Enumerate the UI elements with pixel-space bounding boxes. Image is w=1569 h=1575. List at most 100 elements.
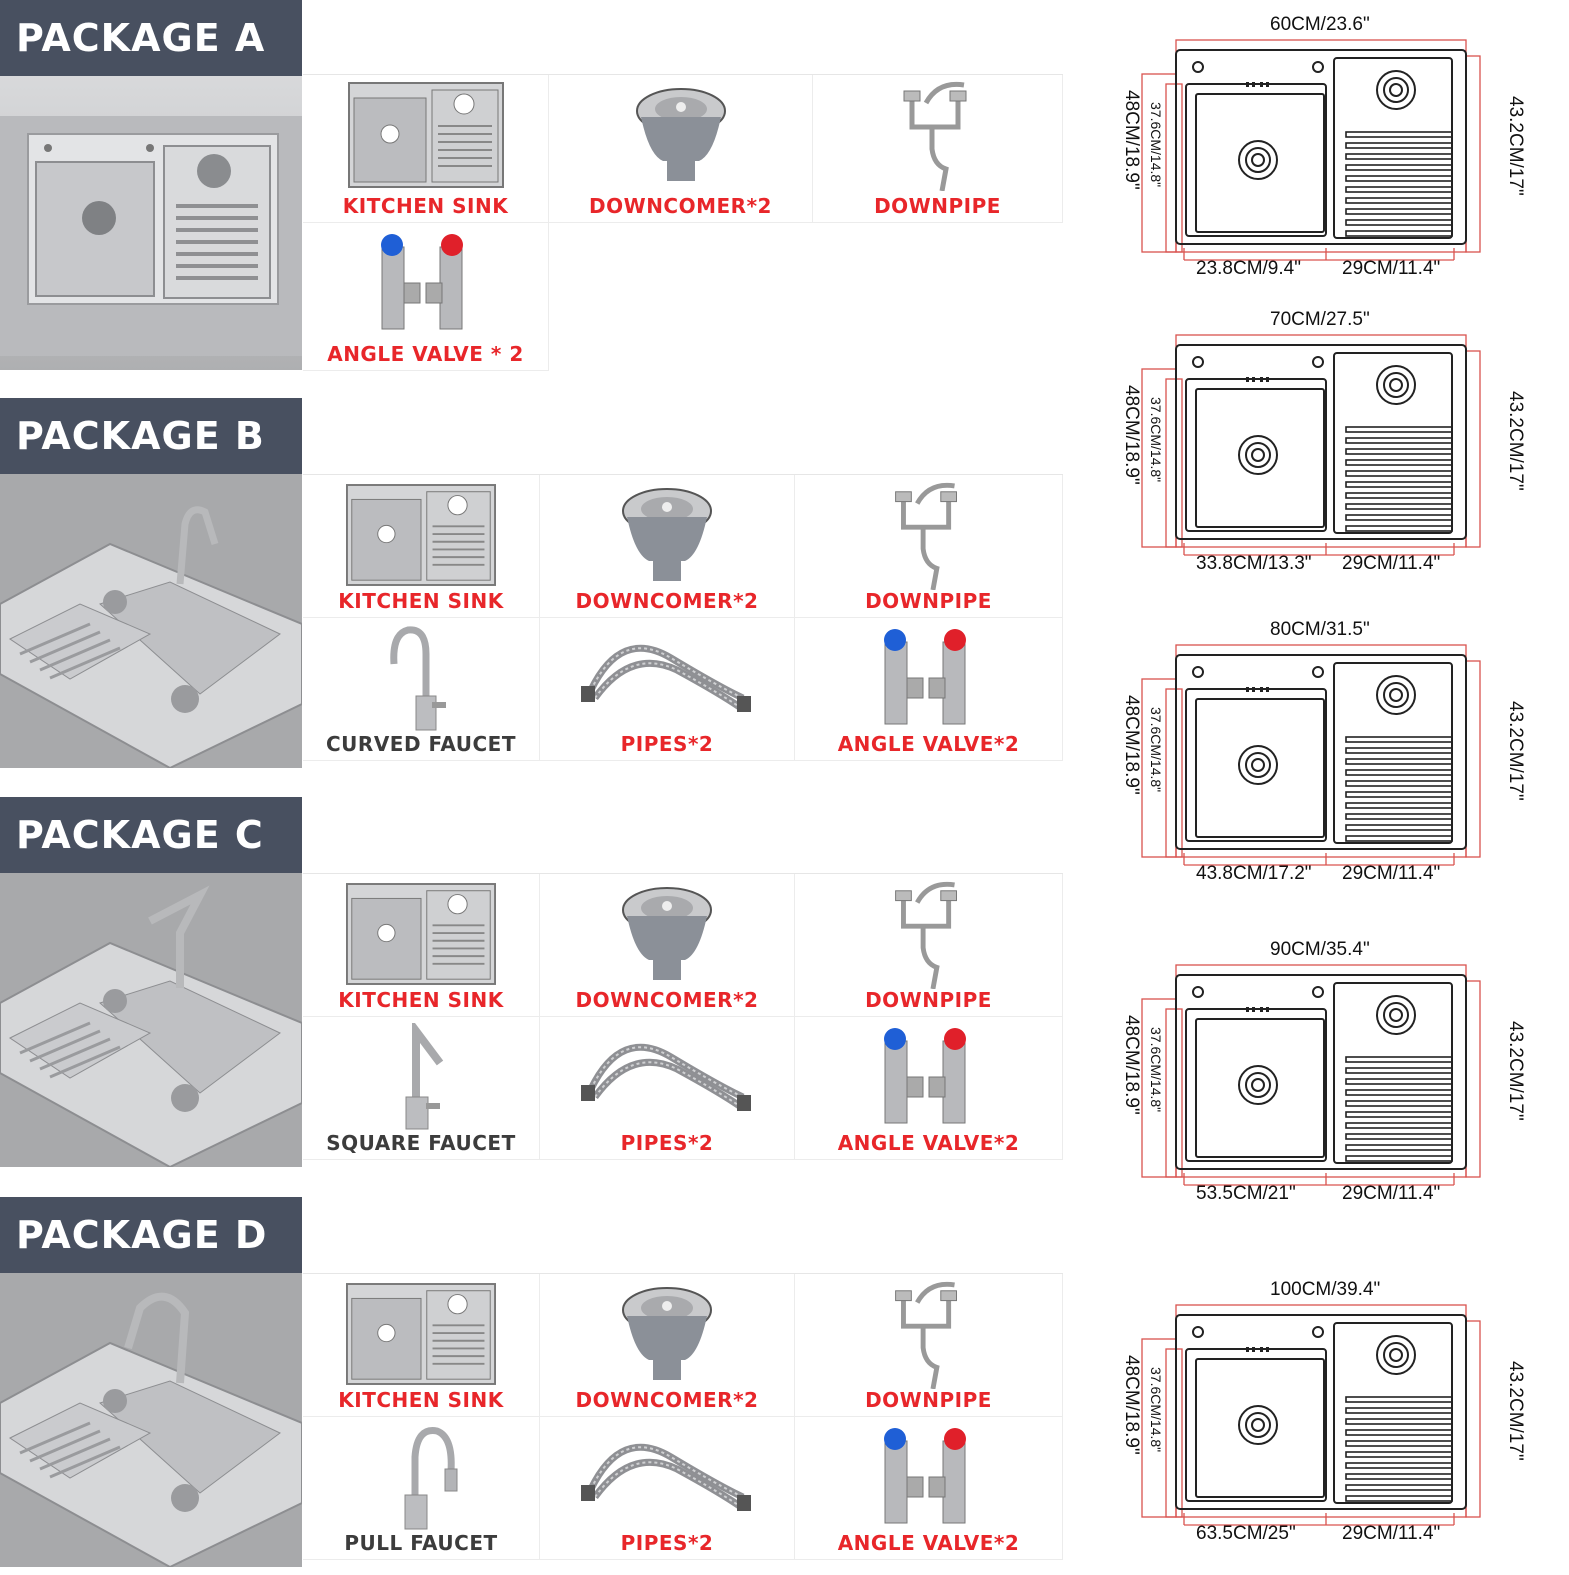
dimension-diagram-80: 80CM/31.5" 43.8CM/17.2" 29CM/11.4" 48CM/18.… xyxy=(1110,615,1526,915)
item-downpipe: DOWNPIPE xyxy=(795,874,1063,1017)
package-c-header: PACKAGE C xyxy=(0,797,302,873)
item-kitchen-sink: KITCHEN SINK xyxy=(303,1274,540,1417)
dim-depth-outer: 48CM/18.9" xyxy=(1121,385,1142,485)
item-curved-faucet: CURVED FAUCET xyxy=(303,618,540,761)
dim-right-basin: 29CM/11.4" xyxy=(1342,1523,1441,1544)
dim-depth-right: 43.2CM/17" xyxy=(1505,391,1526,491)
item-angle-valve: ANGLE VALVE*2 xyxy=(795,1017,1063,1160)
package-b-header: PACKAGE B xyxy=(0,398,302,474)
item-label: ANGLE VALVE*2 xyxy=(837,732,1020,756)
dim-depth-outer: 48CM/18.9" xyxy=(1121,1015,1142,1115)
dim-depth-inner: 37.6CM/14.8" xyxy=(1148,1367,1164,1453)
downcomer-icon xyxy=(540,878,794,990)
kitchen-sink-icon xyxy=(303,79,548,191)
dim-width: 70CM/27.5" xyxy=(1270,309,1370,330)
item-angle-valve: ANGLE VALVE*2 xyxy=(795,1417,1063,1560)
dim-depth-outer: 48CM/18.9" xyxy=(1121,90,1142,190)
downcomer-icon xyxy=(549,79,812,191)
item-label: KITCHEN SINK xyxy=(338,1388,504,1412)
dimension-diagram-70: 70CM/27.5" 33.8CM/13.3" 29CM/11.4" 48CM/18.… xyxy=(1110,305,1526,605)
item-label: ANGLE VALVE * 2 xyxy=(327,342,524,366)
package-d-photo xyxy=(0,1273,302,1567)
dim-depth-inner: 37.6CM/14.8" xyxy=(1148,707,1164,793)
item-downpipe: DOWNPIPE xyxy=(795,1274,1063,1417)
downpipe-icon xyxy=(795,479,1062,591)
dim-depth-right: 43.2CM/17" xyxy=(1505,701,1526,801)
dim-depth-inner: 37.6CM/14.8" xyxy=(1148,1027,1164,1113)
dim-right-basin: 29CM/11.4" xyxy=(1342,258,1441,279)
dim-depth-right: 43.2CM/17" xyxy=(1505,96,1526,196)
package-d-header: PACKAGE D xyxy=(0,1197,302,1273)
dim-left-basin: 53.5CM/21" xyxy=(1196,1183,1296,1204)
item-downcomer: DOWNCOMER*2 xyxy=(540,874,795,1017)
downpipe-icon xyxy=(795,878,1062,990)
angle-valve-icon xyxy=(795,622,1062,734)
pipes-icon xyxy=(540,622,794,734)
item-label: KITCHEN SINK xyxy=(342,194,509,218)
kitchen-sink-icon xyxy=(303,479,539,591)
dim-left-basin: 33.8CM/13.3" xyxy=(1196,553,1312,574)
angle-valve-icon xyxy=(795,1421,1062,1533)
item-label: SQUARE FAUCET xyxy=(326,1131,516,1155)
item-square-faucet: SQUARE FAUCET xyxy=(303,1017,540,1160)
item-kitchen-sink: KITCHEN SINK xyxy=(303,75,549,223)
item-label: ANGLE VALVE*2 xyxy=(837,1131,1020,1155)
square-faucet-icon xyxy=(303,1021,539,1133)
item-pull-faucet: PULL FAUCET xyxy=(303,1417,540,1560)
item-label: DOWNPIPE xyxy=(874,194,1001,218)
item-pipes: PIPES*2 xyxy=(540,1417,795,1560)
dim-depth-right: 43.2CM/17" xyxy=(1505,1021,1526,1121)
angle-valve-icon xyxy=(303,227,548,339)
item-downcomer: DOWNCOMER*2 xyxy=(540,475,795,618)
dim-depth-right: 43.2CM/17" xyxy=(1505,1361,1526,1461)
item-downpipe: DOWNPIPE xyxy=(813,75,1063,223)
downcomer-icon xyxy=(540,479,794,591)
dim-depth-inner: 37.6CM/14.8" xyxy=(1148,397,1164,483)
item-downpipe: DOWNPIPE xyxy=(795,475,1063,618)
item-label: PIPES*2 xyxy=(620,1531,714,1555)
item-label: PIPES*2 xyxy=(620,1131,714,1155)
item-label: DOWNCOMER*2 xyxy=(589,194,772,218)
kitchen-sink-icon xyxy=(303,1278,539,1390)
dim-right-basin: 29CM/11.4" xyxy=(1342,553,1441,574)
dimension-diagram-60: 60CM/23.6" 23.8CM/9.4" 29CM/11.4" 48CM/18.9… xyxy=(1110,10,1526,310)
item-label: ANGLE VALVE*2 xyxy=(837,1531,1020,1555)
kitchen-sink-icon xyxy=(303,878,539,990)
dim-width: 80CM/31.5" xyxy=(1270,619,1370,640)
item-kitchen-sink: KITCHEN SINK xyxy=(303,475,540,618)
downpipe-icon xyxy=(813,79,1062,191)
angle-valve-icon xyxy=(795,1021,1062,1133)
item-kitchen-sink: KITCHEN SINK xyxy=(303,874,540,1017)
downcomer-icon xyxy=(540,1278,794,1390)
pipes-icon xyxy=(540,1421,794,1533)
pull-faucet-icon xyxy=(303,1421,539,1533)
item-downcomer: DOWNCOMER*2 xyxy=(540,1274,795,1417)
dim-depth-outer: 48CM/18.9" xyxy=(1121,695,1142,795)
package-a-photo xyxy=(0,76,302,370)
item-label: DOWNPIPE xyxy=(865,988,992,1012)
dim-width: 90CM/35.4" xyxy=(1270,939,1370,960)
item-downcomer: DOWNCOMER*2 xyxy=(549,75,813,223)
dim-width: 100CM/39.4" xyxy=(1270,1279,1381,1300)
pipes-icon xyxy=(540,1021,794,1133)
package-a-items: KITCHEN SINK DOWNCOMER*2 DOWNPIPE ANGLE … xyxy=(303,74,1063,371)
dim-left-basin: 23.8CM/9.4" xyxy=(1196,258,1301,279)
dimension-diagram-100: 100CM/39.4"63.5CM/25"29CM/11.4"48CM/18.9… xyxy=(1110,1275,1526,1575)
item-label: CURVED FAUCET xyxy=(326,732,516,756)
item-label: PULL FAUCET xyxy=(344,1531,498,1555)
item-label: KITCHEN SINK xyxy=(338,988,504,1012)
item-label: KITCHEN SINK xyxy=(338,589,504,613)
item-angle-valve: ANGLE VALVE * 2 xyxy=(303,223,549,371)
item-label: PIPES*2 xyxy=(620,732,714,756)
dim-left-basin: 43.8CM/17.2" xyxy=(1196,863,1312,884)
item-angle-valve: ANGLE VALVE*2 xyxy=(795,618,1063,761)
dim-left-basin: 63.5CM/25" xyxy=(1196,1523,1296,1544)
item-label: DOWNPIPE xyxy=(865,589,992,613)
item-label: DOWNPIPE xyxy=(865,1388,992,1412)
dim-width: 60CM/23.6" xyxy=(1270,14,1370,35)
dim-right-basin: 29CM/11.4" xyxy=(1342,863,1441,884)
item-label: DOWNCOMER*2 xyxy=(575,589,759,613)
item-pipes: PIPES*2 xyxy=(540,618,795,761)
